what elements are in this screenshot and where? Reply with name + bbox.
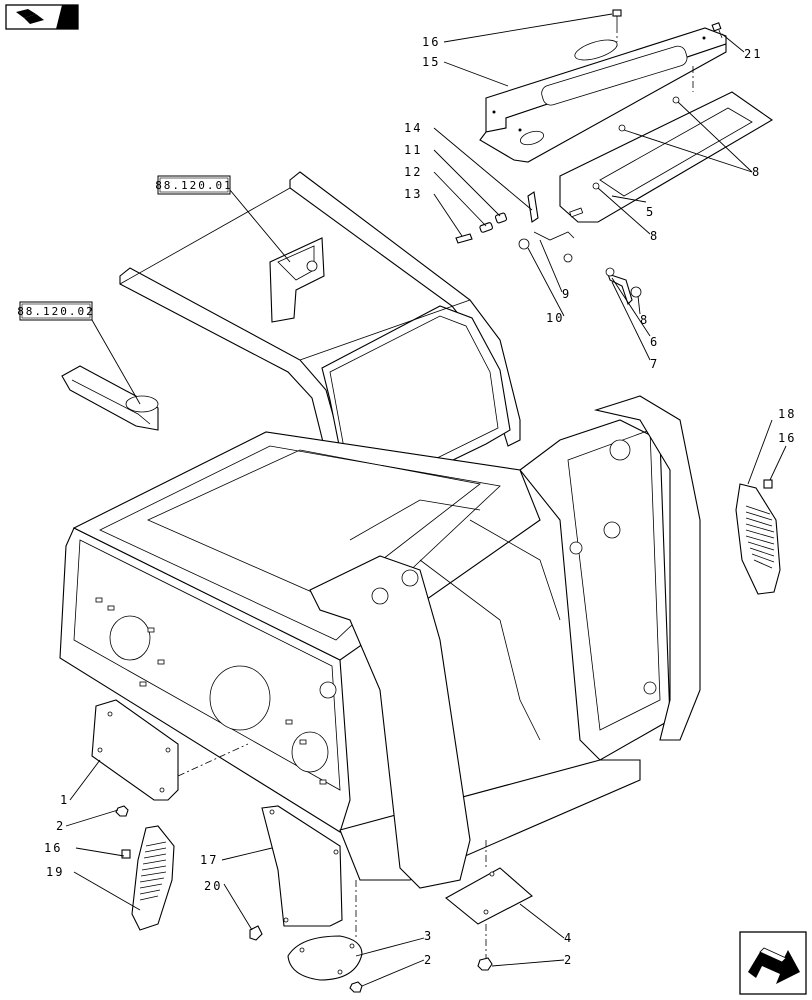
roof-panel	[479, 27, 727, 163]
callout-11: 11	[404, 143, 422, 157]
callout-12: 12	[404, 165, 422, 179]
bolt-16-top	[612, 9, 622, 26]
nut-2-left	[115, 805, 129, 817]
bracket-ref-a	[269, 237, 325, 323]
callout-9: 9	[562, 287, 571, 301]
callout-16-right: 16	[778, 431, 796, 445]
book-navigation-icon[interactable]	[5, 4, 79, 30]
hinge-assembly	[455, 191, 575, 263]
callout-14: 14	[404, 121, 422, 135]
leader-lines	[65, 13, 787, 987]
callout-10: 10	[546, 311, 564, 325]
callout-19: 19	[46, 865, 64, 879]
chassis	[59, 395, 701, 889]
bolt-16-right	[763, 479, 773, 489]
callout-8-lower: 8	[640, 313, 649, 327]
round-cover-3	[287, 935, 363, 981]
callout-1: 1	[60, 793, 69, 807]
callout-17: 17	[200, 853, 218, 867]
callout-4: 4	[564, 931, 573, 945]
callout-7: 7	[650, 357, 659, 371]
roof-plate	[559, 91, 774, 223]
svg-text:88.120.02: 88.120.02	[17, 305, 95, 318]
callout-3: 3	[424, 929, 433, 943]
bracket-ref-b	[61, 365, 159, 431]
callout-5: 5	[646, 205, 655, 219]
access-cover-1	[91, 699, 179, 801]
callout-8-upper: 8	[752, 165, 761, 179]
grille-18	[735, 483, 781, 595]
callout-16-left: 16	[44, 841, 62, 855]
svg-text:88.120.01: 88.120.01	[155, 179, 233, 192]
bolt-20	[249, 925, 263, 941]
reference-box-88-120-01[interactable]: 88.120.01	[155, 175, 233, 195]
callout-15: 15	[422, 55, 440, 69]
bolt-21	[711, 22, 723, 39]
callout-18: 18	[778, 407, 796, 421]
callout-20: 20	[204, 879, 222, 893]
gas-strut	[605, 267, 642, 306]
reference-box-88-120-02[interactable]: 88.120.02	[17, 301, 95, 321]
callout-2-bottom: 2	[424, 953, 433, 967]
callout-8-middle: 8	[650, 229, 659, 243]
plate-4	[445, 867, 533, 925]
next-page-arrow-icon[interactable]	[739, 931, 807, 995]
callout-6: 6	[650, 335, 659, 349]
callout-13: 13	[404, 187, 422, 201]
callout-2-left: 2	[56, 819, 65, 833]
panel-17	[261, 805, 343, 927]
bolt-16-left	[121, 849, 131, 859]
grille-19	[131, 825, 175, 931]
callout-21: 21	[744, 47, 762, 61]
callout-2-right: 2	[564, 953, 573, 967]
nut-2-right	[477, 957, 493, 971]
nut-2-bottom	[349, 981, 363, 993]
callout-16-top: 16	[422, 35, 440, 49]
